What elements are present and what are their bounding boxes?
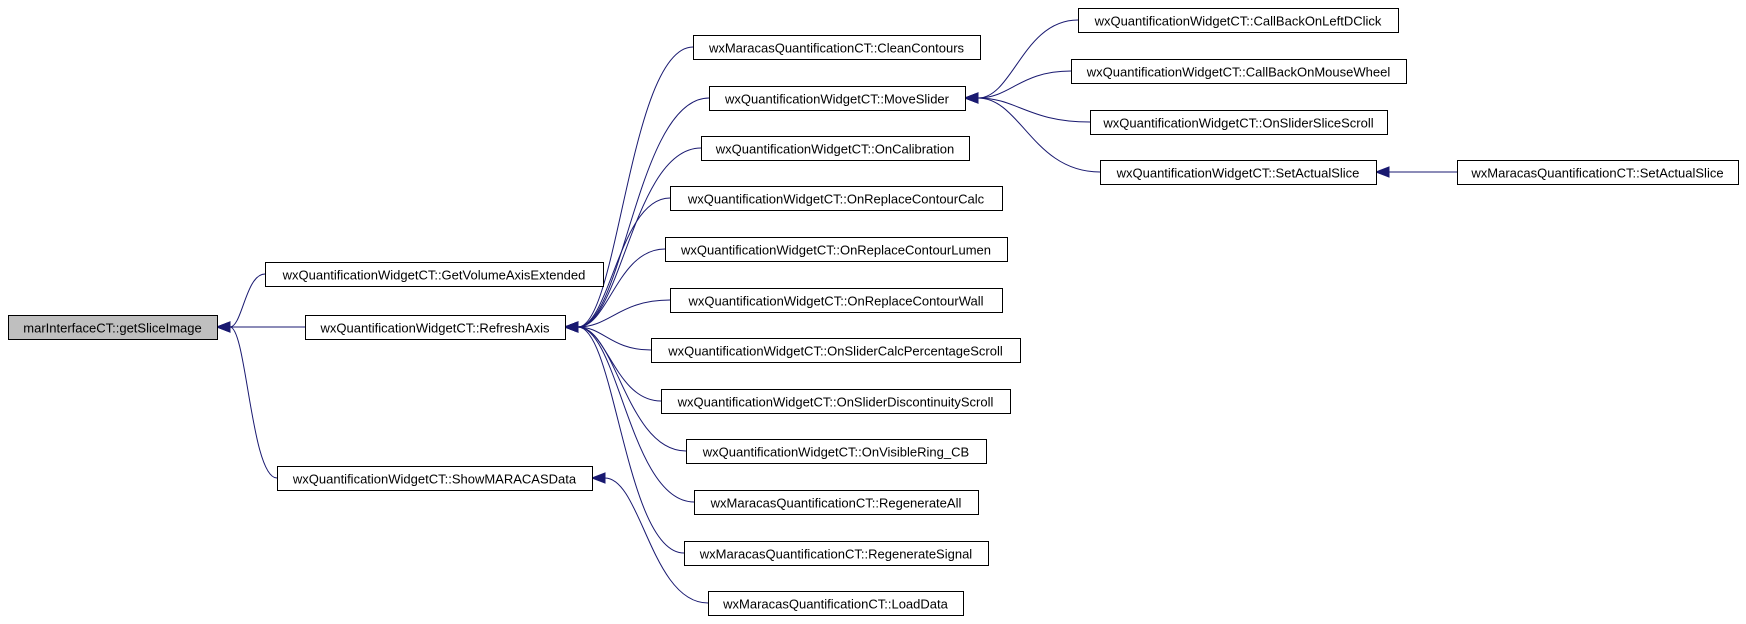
function-node[interactable]: wxMaracasQuantificationCT::RegenerateSig…: [684, 541, 989, 566]
function-node[interactable]: wxQuantificationWidgetCT::CallBackOnMous…: [1071, 59, 1407, 84]
node-box: [686, 439, 987, 464]
call-edge: [577, 326, 685, 554]
nodes-layer: marInterfaceCT::getSliceImagewxQuantific…: [8, 8, 1739, 616]
node-label: wxQuantificationWidgetCT::OnVisibleRing_…: [702, 445, 969, 460]
node-box: [709, 86, 966, 111]
function-node[interactable]: wxMaracasQuantificationCT::LoadData: [708, 591, 964, 616]
edge-arrowhead: [563, 321, 579, 333]
call-edge: [577, 326, 695, 503]
function-node[interactable]: wxMaracasQuantificationCT::CleanContours: [693, 35, 981, 60]
function-node[interactable]: wxQuantificationWidgetCT::OnReplaceConto…: [670, 186, 1003, 211]
call-edge: [229, 273, 266, 328]
node-box: [277, 466, 593, 491]
function-node[interactable]: wxQuantificationWidgetCT::ShowMARACASDat…: [277, 466, 593, 491]
call-edge: [977, 97, 1091, 123]
node-box: [8, 315, 218, 340]
function-node[interactable]: wxQuantificationWidgetCT::OnVisibleRing_…: [686, 439, 987, 464]
node-box: [1078, 8, 1399, 33]
call-edge: [577, 248, 666, 328]
function-node[interactable]: wxQuantificationWidgetCT::OnCalibration: [701, 136, 970, 161]
call-edge: [577, 97, 710, 328]
node-box: [693, 35, 981, 60]
call-edge: [577, 299, 671, 328]
function-node[interactable]: wxQuantificationWidgetCT::OnSliderDiscon…: [661, 389, 1011, 414]
node-box: [1090, 110, 1388, 135]
node-label: wxQuantificationWidgetCT::MoveSlider: [724, 92, 950, 107]
function-node[interactable]: wxQuantificationWidgetCT::SetActualSlice: [1100, 160, 1377, 185]
node-box: [1457, 160, 1739, 185]
node-box: [1100, 160, 1377, 185]
node-label: wxMaracasQuantificationCT::SetActualSlic…: [1470, 166, 1723, 181]
call-edge: [577, 197, 671, 328]
call-edge: [229, 326, 278, 479]
call-edge: [577, 46, 694, 328]
node-box: [1071, 59, 1407, 84]
node-label: wxQuantificationWidgetCT::CallBackOnMous…: [1086, 65, 1391, 80]
node-label: wxQuantificationWidgetCT::OnSliderCalcPe…: [667, 344, 1003, 359]
root-function-node[interactable]: marInterfaceCT::getSliceImage: [8, 315, 218, 340]
function-node[interactable]: wxQuantificationWidgetCT::RefreshAxis: [305, 315, 566, 340]
call-edge: [577, 326, 662, 402]
node-box: [665, 237, 1008, 262]
node-box: [684, 541, 989, 566]
node-box: [708, 591, 964, 616]
node-label: wxQuantificationWidgetCT::GetVolumeAxisE…: [282, 268, 586, 283]
edge-arrowhead: [590, 472, 606, 484]
edge-arrowhead: [1374, 166, 1390, 178]
call-edge: [977, 70, 1072, 99]
node-label: wxMaracasQuantificationCT::LoadData: [722, 597, 948, 612]
node-label: wxQuantificationWidgetCT::ShowMARACASDat…: [292, 472, 577, 487]
call-edge: [977, 97, 1101, 173]
function-node[interactable]: wxQuantificationWidgetCT::MoveSlider: [709, 86, 966, 111]
edge-arrowhead: [215, 321, 231, 333]
function-node[interactable]: wxQuantificationWidgetCT::OnSliderSliceS…: [1090, 110, 1388, 135]
node-label: wxQuantificationWidgetCT::RefreshAxis: [319, 321, 550, 336]
function-node[interactable]: wxQuantificationWidgetCT::GetVolumeAxisE…: [265, 262, 604, 287]
call-edge: [977, 19, 1079, 99]
function-node[interactable]: wxQuantificationWidgetCT::CallBackOnLeft…: [1078, 8, 1399, 33]
call-edge: [577, 326, 687, 452]
node-label: wxQuantificationWidgetCT::OnSliderSliceS…: [1102, 116, 1373, 131]
function-node[interactable]: wxQuantificationWidgetCT::OnReplaceConto…: [665, 237, 1008, 262]
node-box: [701, 136, 970, 161]
node-box: [670, 186, 1003, 211]
node-box: [265, 262, 604, 287]
node-label: wxQuantificationWidgetCT::OnReplaceConto…: [687, 192, 985, 207]
node-label: wxQuantificationWidgetCT::OnReplaceConto…: [687, 294, 983, 309]
call-edge: [604, 477, 709, 604]
node-box: [305, 315, 566, 340]
node-box: [694, 490, 979, 515]
node-label: wxQuantificationWidgetCT::OnSliderDiscon…: [677, 395, 994, 410]
edges-layer: [215, 19, 1458, 604]
function-node[interactable]: wxMaracasQuantificationCT::RegenerateAll: [694, 490, 979, 515]
node-label: wxQuantificationWidgetCT::OnReplaceConto…: [680, 243, 991, 258]
node-label: wxMaracasQuantificationCT::CleanContours: [708, 41, 965, 56]
edge-arrowhead: [963, 92, 979, 104]
call-edge: [577, 147, 702, 328]
node-label: wxMaracasQuantificationCT::RegenerateAll: [710, 496, 962, 511]
node-label: marInterfaceCT::getSliceImage: [23, 321, 201, 336]
node-label: wxMaracasQuantificationCT::RegenerateSig…: [699, 547, 973, 562]
node-box: [651, 338, 1021, 363]
function-node[interactable]: wxQuantificationWidgetCT::OnSliderCalcPe…: [651, 338, 1021, 363]
node-label: wxQuantificationWidgetCT::CallBackOnLeft…: [1094, 14, 1382, 29]
node-label: wxQuantificationWidgetCT::SetActualSlice: [1116, 166, 1360, 181]
node-box: [661, 389, 1011, 414]
node-box: [670, 288, 1003, 313]
function-node[interactable]: wxMaracasQuantificationCT::SetActualSlic…: [1457, 160, 1739, 185]
node-label: wxQuantificationWidgetCT::OnCalibration: [715, 142, 954, 157]
function-node[interactable]: wxQuantificationWidgetCT::OnReplaceConto…: [670, 288, 1003, 313]
call-edge: [577, 326, 652, 351]
